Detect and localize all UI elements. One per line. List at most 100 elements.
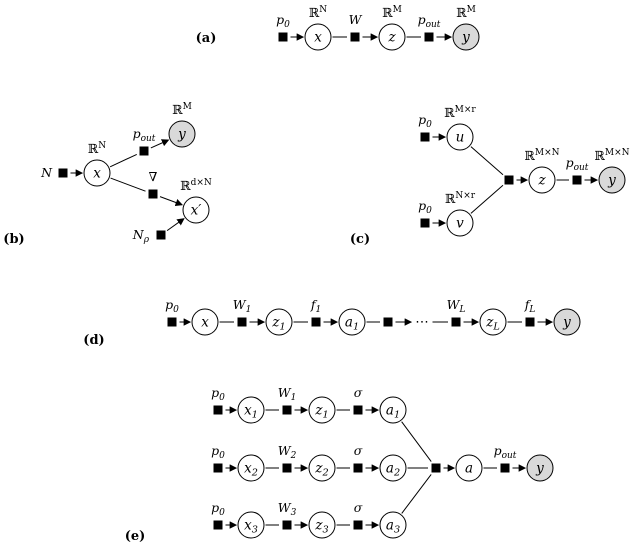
dim-label-e-r1W: W1 (278, 385, 297, 403)
node-label-d-z1: z1 (271, 315, 285, 333)
factor-node-b-fN (58, 168, 68, 178)
node-label-e-a1: a1 (386, 403, 400, 421)
panel-caption-a: (a) (196, 31, 217, 46)
factor-node-d-f1 (311, 317, 321, 327)
dim-label-d-W1: W1 (233, 297, 252, 315)
dim-label-d-p0: p0 (165, 297, 179, 315)
dim-label-a-pout: pout (418, 12, 441, 30)
node-label-e-z3: z3 (314, 518, 328, 536)
variable-b-x (83, 159, 111, 187)
dim-label-e-pout: pout (494, 443, 517, 461)
edge-b-fNrho-xprime (166, 218, 185, 232)
variable-e-x2 (237, 454, 265, 482)
factor-node-d-fL (525, 317, 535, 327)
dim-label-b-fout: pout (133, 126, 156, 144)
node-label-d-zL: zL (485, 315, 500, 333)
panel-caption-c: (c) (350, 232, 370, 247)
edge-b-x-fout (109, 153, 137, 168)
variable-d-zL (479, 308, 507, 336)
node-label-b-xprime: x′ (191, 203, 202, 219)
dim-label-c-p0u: p0 (418, 112, 432, 130)
dim-label-e-r3s: σ (354, 500, 363, 515)
factor-node-e-r1p0 (213, 405, 223, 415)
node-label-e-y: y (535, 461, 544, 477)
dim-label-a-z: ℝM (382, 5, 402, 20)
panel-caption-b: (b) (3, 232, 24, 247)
node-label-a-z: z (387, 30, 396, 46)
dim-label-a-W: W (349, 12, 363, 27)
factor-node-e-r1W (282, 405, 292, 415)
node-label-c-u: u (456, 130, 465, 146)
observed-variable-e-y (526, 454, 554, 482)
variable-d-a1 (338, 308, 366, 336)
dim-label-a-y: ℝM (456, 5, 476, 20)
node-label-e-a2: a2 (386, 461, 400, 479)
variable-e-z3 (308, 511, 336, 539)
variable-e-a2 (379, 454, 407, 482)
noise-label: N (40, 165, 53, 180)
factor-node-d-WL (451, 317, 461, 327)
factor-node-e-fm (431, 463, 441, 473)
factor-node-e-r2s (353, 463, 363, 473)
node-label-e-x3: x3 (244, 518, 258, 536)
node-label-d-x: x (201, 315, 209, 331)
factor-node-e-r3p0 (213, 520, 223, 530)
dim-label-a-x: ℝN (309, 5, 327, 20)
factor-node-e-pout (500, 463, 510, 473)
node-label-e-z2: z2 (314, 461, 328, 479)
node-label-c-y: y (607, 173, 616, 189)
factor-node-e-r2p0 (213, 463, 223, 473)
edge-c-v-fc (470, 184, 504, 214)
node-label-b-x: x (93, 166, 101, 182)
node-label-e-a: a (465, 461, 473, 477)
dim-label-c-u: ℝM×r (444, 105, 476, 120)
dim-label-e-r2W: W2 (278, 443, 297, 461)
observed-variable-d-y (553, 308, 581, 336)
node-label-c-z: z (537, 173, 546, 189)
factor-node-d-p0 (167, 317, 177, 327)
dim-label-e-r3p0: p0 (211, 500, 225, 518)
ellipsis-dots-d: ⋯ (415, 314, 429, 330)
factor-node-e-r3s (353, 520, 363, 530)
factor-node-b-fout (139, 146, 149, 156)
node-label-c-v: v (456, 216, 464, 232)
observed-variable-b-y (168, 120, 196, 148)
dim-label-d-f1: f1 (310, 297, 321, 315)
panel-caption-e: (e) (125, 529, 146, 544)
factor-node-c-p0v (420, 218, 430, 228)
dim-label-e-r3W: W3 (278, 500, 297, 518)
dim-label-b-xprime: ℝd×N (180, 178, 212, 193)
factor-node-e-r3W (282, 520, 292, 530)
node-label-b-y: y (177, 127, 186, 143)
dim-label-e-r2p0: p0 (211, 443, 225, 461)
edge-e-a1-fm (401, 421, 432, 462)
factor-node-c-fc (504, 175, 514, 185)
factor-node-d-fm (383, 317, 393, 327)
dim-label-c-y: ℝM×N (594, 148, 629, 163)
variable-e-a (455, 454, 483, 482)
variable-e-x3 (237, 511, 265, 539)
panel-caption-d: (d) (83, 333, 104, 348)
variable-a-z (378, 23, 406, 51)
dim-label-b-fgrad: ∇ (149, 169, 158, 184)
panel-e: p0x1W1z1σa1p0x2W2z2σa2p0x3W3z3σa3apouty(… (125, 385, 554, 544)
variable-e-a1 (379, 396, 407, 424)
dim-label-e-r1p0: p0 (211, 385, 225, 403)
observed-variable-a-y (452, 23, 480, 51)
dim-label-c-v: ℝN×r (445, 191, 476, 206)
dim-label-e-r2s: σ (354, 443, 363, 458)
edge-c-u-fc (470, 146, 504, 176)
variable-c-u (446, 123, 474, 151)
dim-label-c-pout: pout (566, 155, 589, 173)
observed-variable-c-y (598, 166, 626, 194)
variable-c-z (528, 166, 556, 194)
factor-node-a-W (350, 32, 360, 42)
node-label-e-a3: a3 (386, 518, 400, 536)
variable-c-v (446, 209, 474, 237)
